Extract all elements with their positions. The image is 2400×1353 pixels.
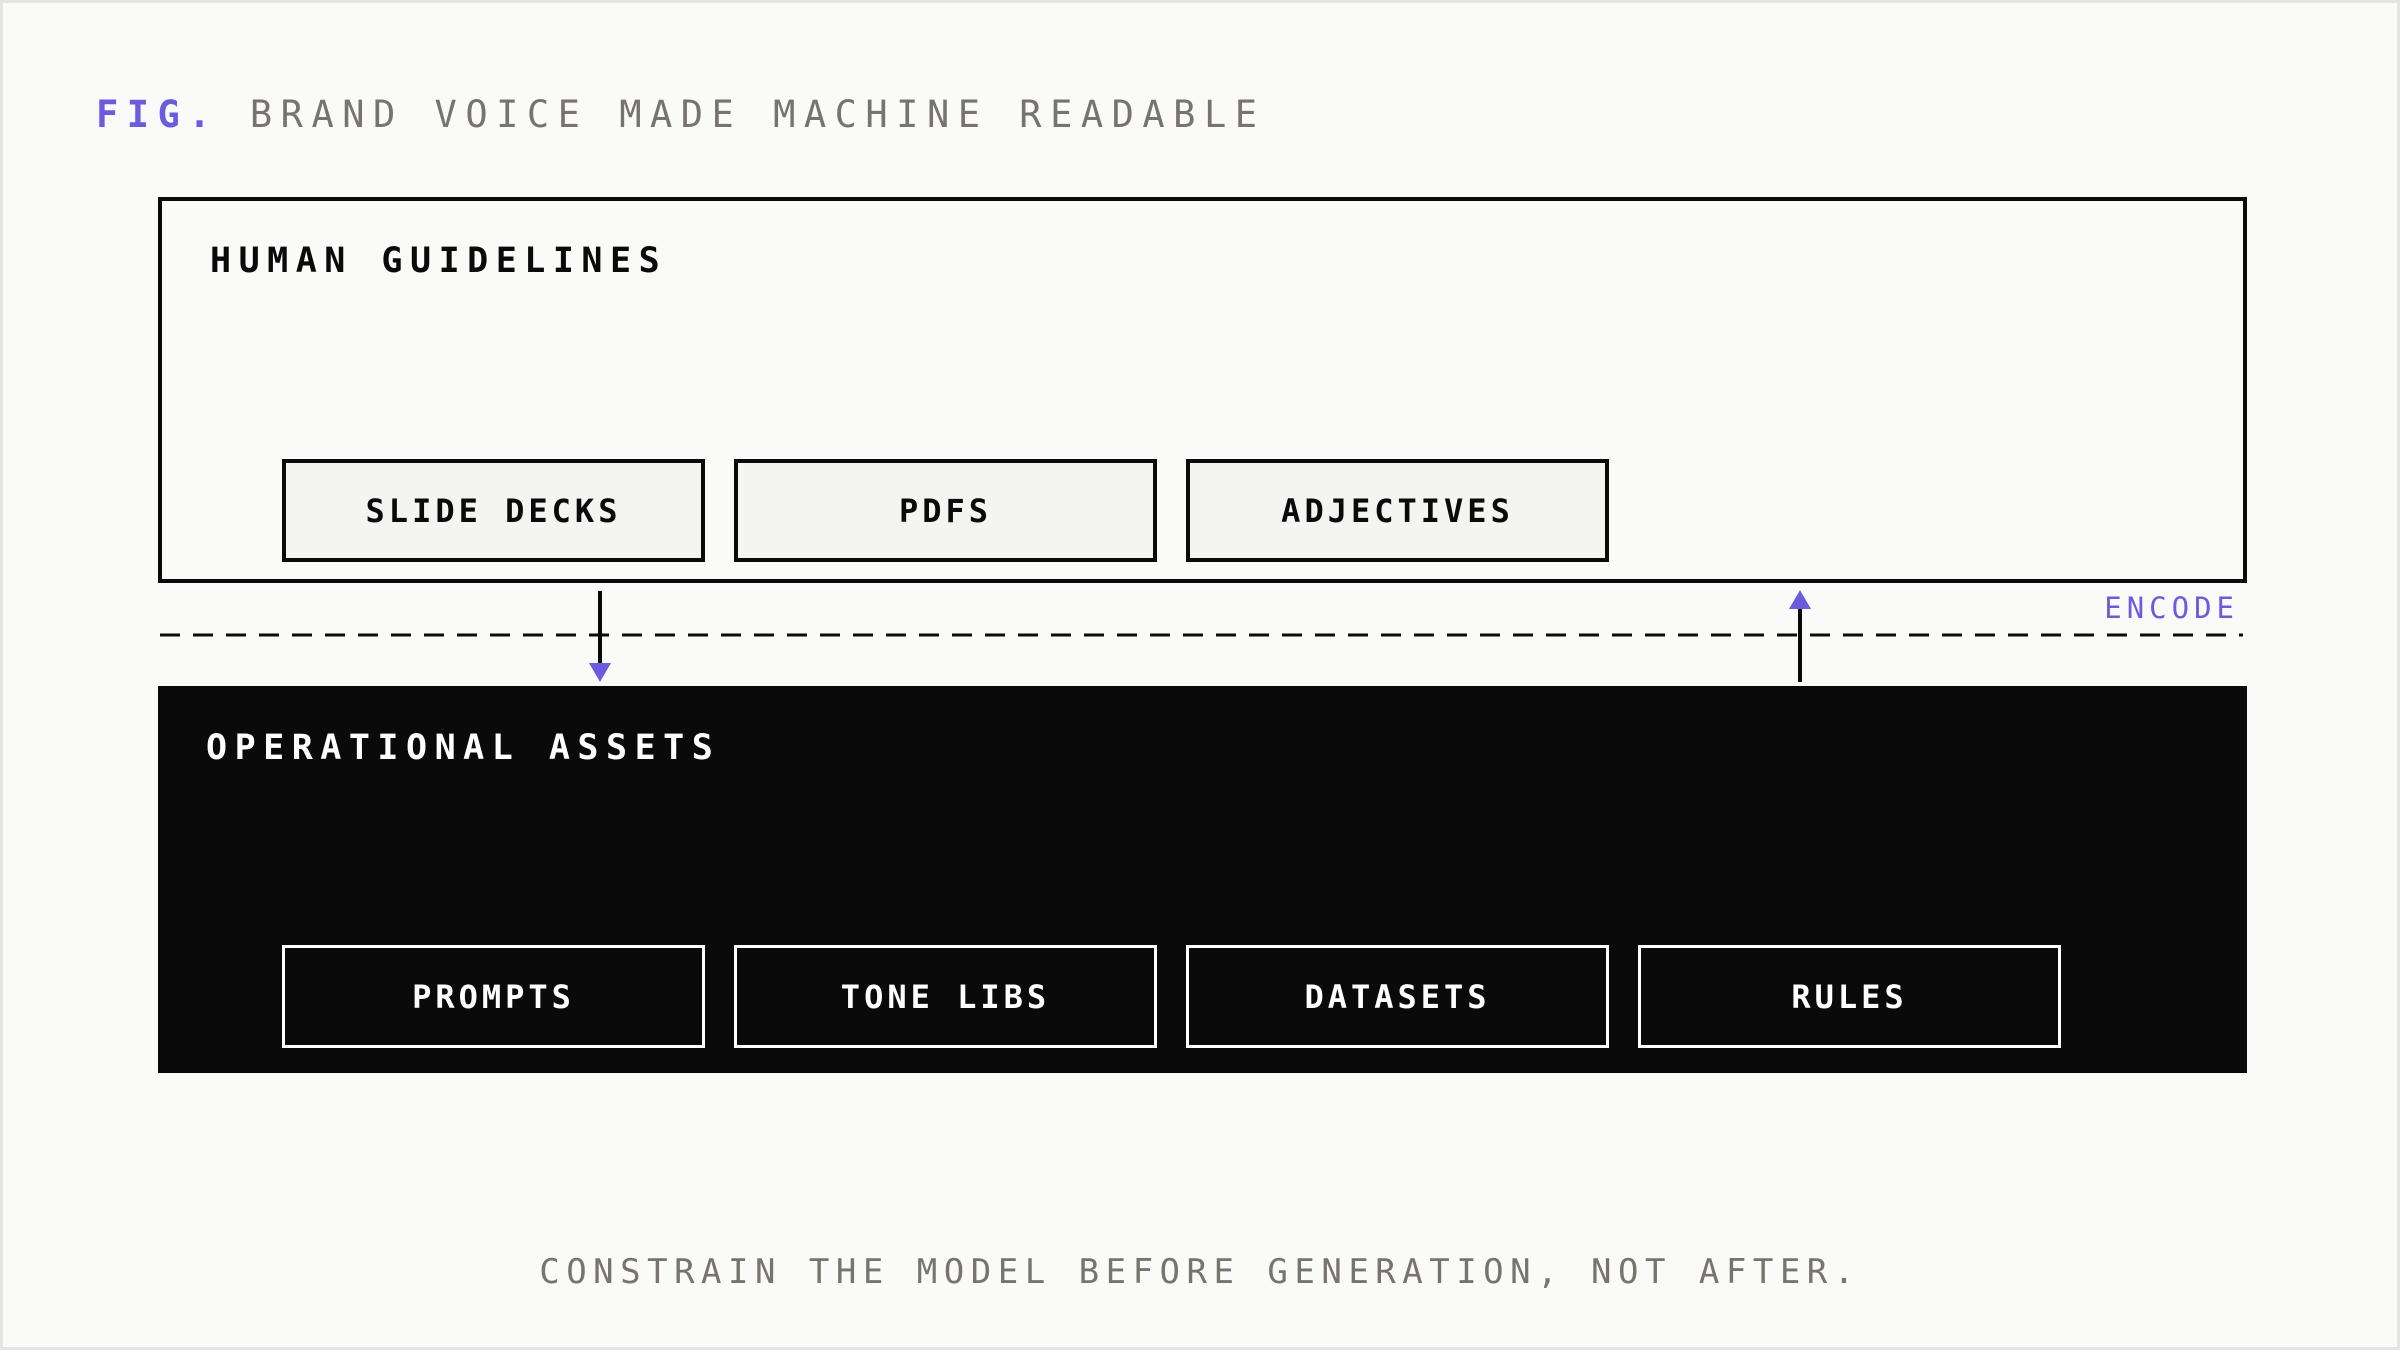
human-guidelines-title: HUMAN GUIDELINES [210,241,668,281]
figure-title-text: BRAND VOICE MADE MACHINE READABLE [249,93,1266,136]
human-item-slide-decks: SLIDE DECKS [282,459,705,562]
down-arrow-head [589,663,611,682]
encode-label: ENCODE [2104,591,2239,625]
human-guidelines-panel: HUMAN GUIDELINES SLIDE DECKS PDFS ADJECT… [158,197,2247,583]
human-item-adjectives: ADJECTIVES [1186,459,1609,562]
up-arrow-head [1789,590,1811,609]
encode-connector [160,590,2243,682]
operational-assets-title: OPERATIONAL ASSETS [206,728,721,768]
figure-title: FIG. BRAND VOICE MADE MACHINE READABLE [96,91,1266,139]
figure-prefix: FIG. [96,93,220,136]
ops-item-prompts: PROMPTS [282,945,705,1048]
human-item-pdfs: PDFS [734,459,1157,562]
ops-item-tone-libs: TONE LIBS [734,945,1157,1048]
ops-item-rules: RULES [1638,945,2061,1048]
operational-assets-panel: OPERATIONAL ASSETS PROMPTS TONE LIBS DAT… [158,686,2247,1073]
ops-item-datasets: DATASETS [1186,945,1609,1048]
figure-caption: CONSTRAIN THE MODEL BEFORE GENERATION, N… [539,1252,1861,1292]
